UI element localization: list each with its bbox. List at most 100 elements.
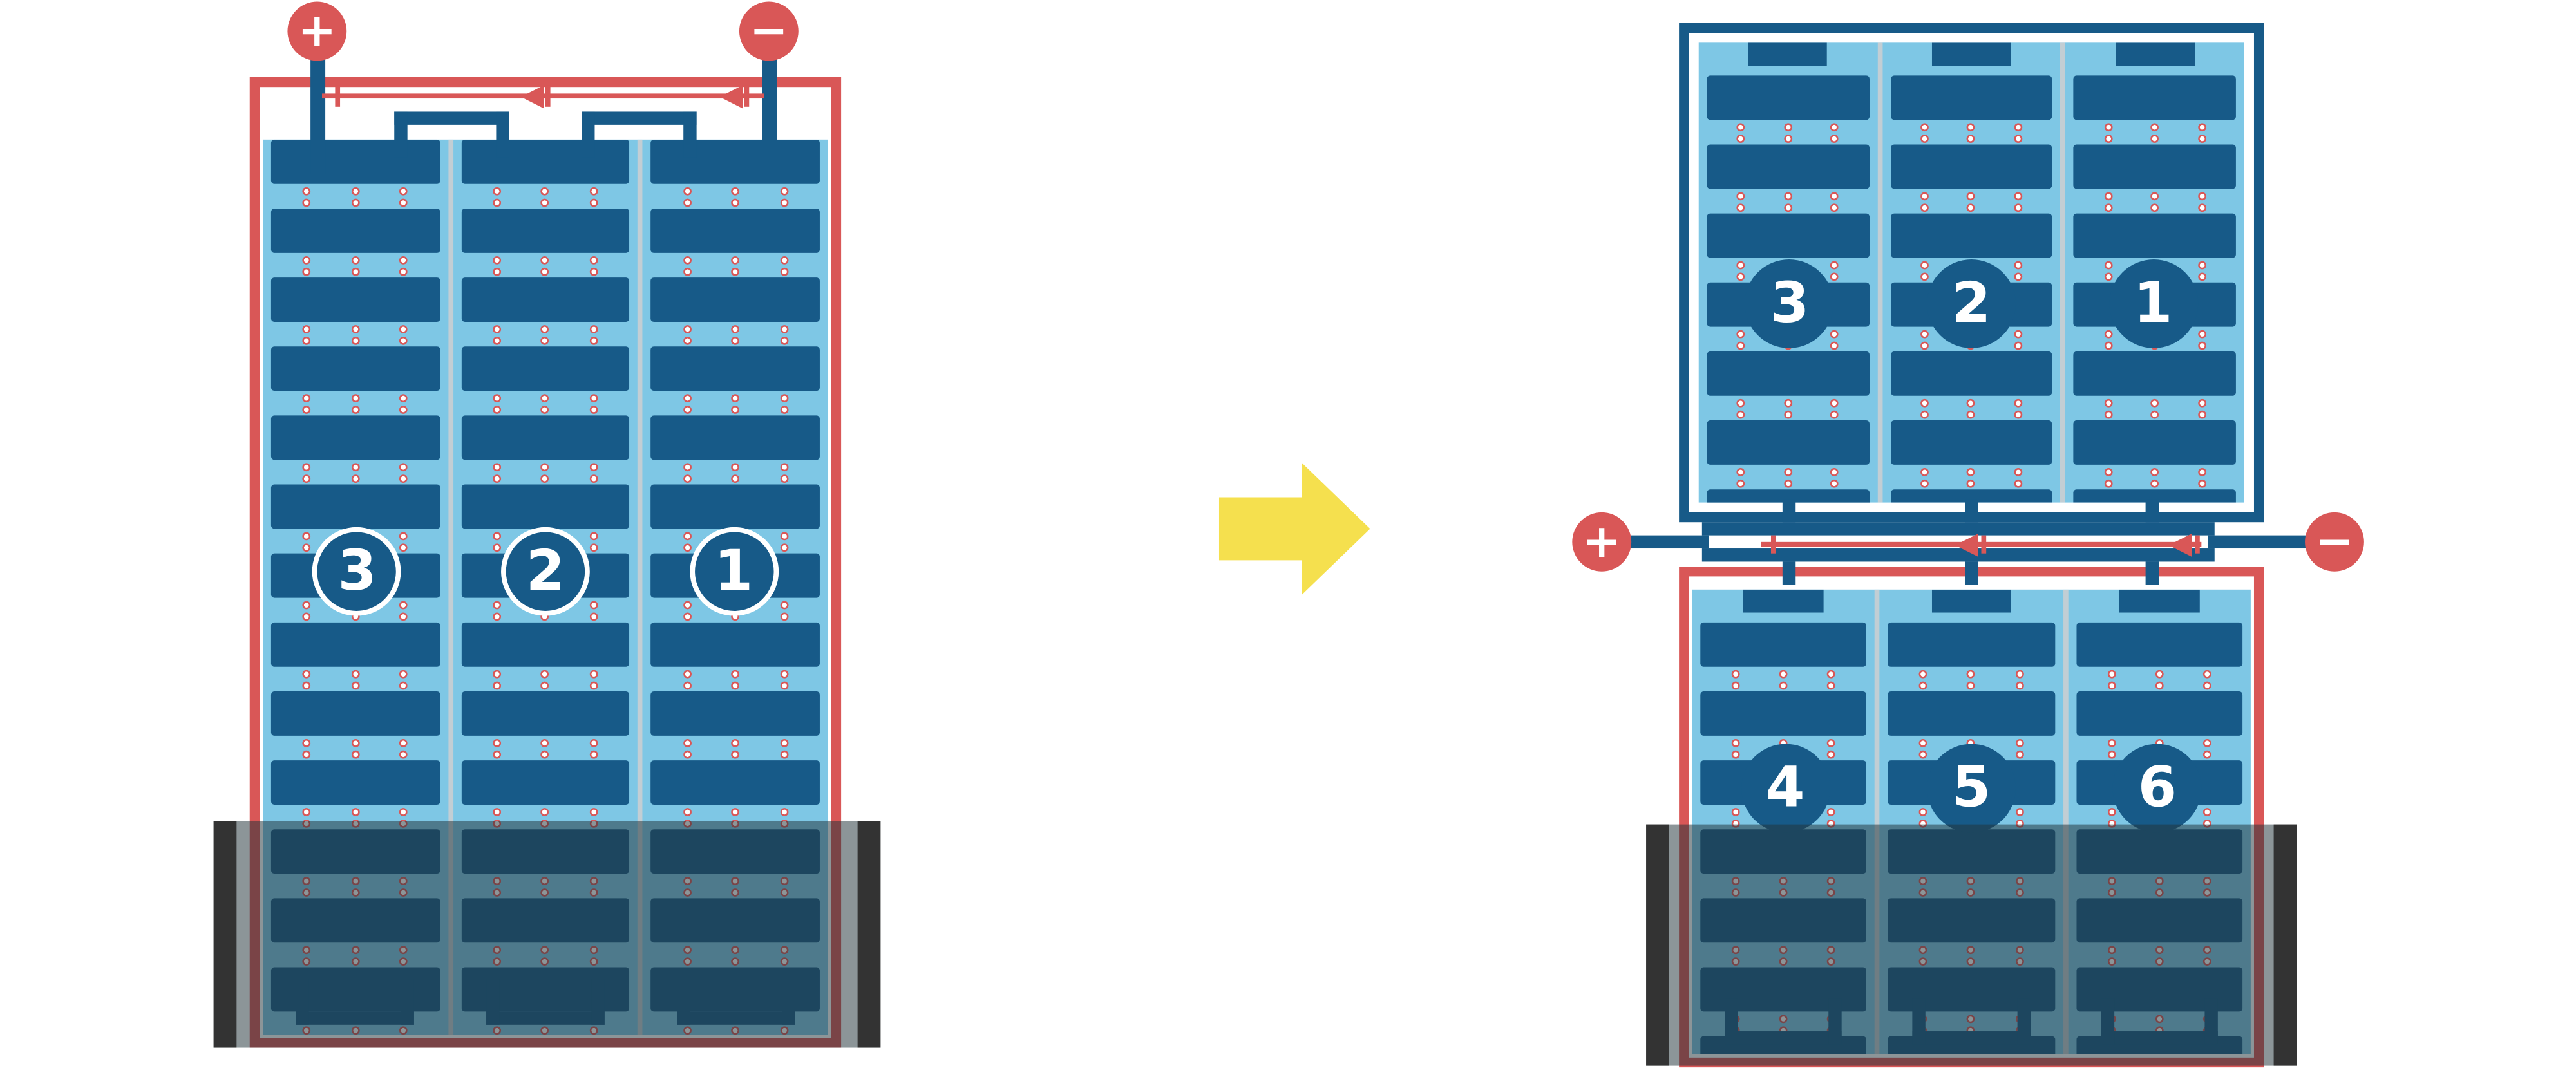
- dot-pair: [589, 186, 598, 207]
- dot-pair: [2014, 191, 2023, 211]
- solar-cell: [460, 415, 630, 460]
- dot-pair: [1967, 669, 1976, 689]
- busbar-dots: [1882, 189, 2061, 213]
- bus-stub: [2145, 561, 2159, 585]
- dot-pair: [399, 531, 408, 551]
- dot-pair: [2104, 398, 2112, 418]
- right-top-panel: 3 2 1: [1679, 23, 2264, 523]
- solar-cell: [270, 415, 440, 460]
- cell-row: [1699, 75, 1877, 144]
- solar-cell: [2074, 489, 2236, 503]
- dot-pair: [683, 255, 692, 276]
- busbar-dots: [1880, 667, 2063, 691]
- string-top-connector: [2119, 589, 2200, 613]
- solar-cell: [2076, 691, 2243, 736]
- solar-cell: [460, 346, 630, 391]
- busbar-dots: [263, 736, 448, 760]
- dot-pair: [683, 531, 692, 551]
- cell-row: [453, 760, 638, 829]
- dot-pair: [1967, 467, 1976, 487]
- dot-pair: [351, 462, 360, 482]
- dot-pair: [351, 186, 360, 207]
- solar-cell: [1707, 420, 1870, 465]
- current-arrow-icon: [2168, 534, 2192, 557]
- dot-pair: [589, 531, 598, 551]
- busbar-dots: [263, 322, 448, 346]
- dot-pair: [1783, 467, 1792, 487]
- dot-pair: [1830, 191, 1839, 211]
- series-jumper: [582, 111, 697, 158]
- dot-pair: [779, 531, 788, 551]
- dot-pair: [589, 600, 598, 621]
- busbar-dots: [453, 253, 638, 277]
- shade-post: [213, 821, 237, 1048]
- cell-row: [2065, 420, 2244, 489]
- cell-row: [453, 277, 638, 346]
- solar-cell: [651, 208, 820, 253]
- solar-cell: [2074, 144, 2236, 189]
- shading-band: [213, 821, 881, 1048]
- cell-row: [643, 139, 828, 209]
- string-number-circle: 3: [312, 527, 402, 616]
- busbar-dots: [2065, 465, 2244, 489]
- solar-cell: [460, 622, 630, 667]
- cell-row: [263, 691, 448, 760]
- busbar-dots: [263, 460, 448, 484]
- cell-row: [453, 346, 638, 415]
- dot-pair: [1827, 669, 1836, 689]
- string-number-circle: 1: [2108, 259, 2198, 348]
- busbar-dots: [1699, 120, 1877, 144]
- busbar-dots: [1699, 396, 1877, 420]
- dot-pair: [541, 255, 550, 276]
- dot-pair: [2014, 260, 2023, 280]
- solar-cell: [2074, 351, 2236, 396]
- dot-pair: [1731, 669, 1740, 689]
- dot-pair: [683, 393, 692, 413]
- solar-cell: [1890, 144, 2053, 189]
- cell-row: [643, 346, 828, 415]
- busbar-dots: [263, 184, 448, 209]
- solar-cell: [651, 346, 820, 391]
- dot-pair: [303, 600, 312, 621]
- dot-pair: [2150, 398, 2159, 418]
- dot-pair: [303, 324, 312, 344]
- solar-cell: [270, 139, 440, 184]
- busbar-dots: [643, 736, 828, 760]
- dot-pair: [779, 186, 788, 207]
- dot-pair: [1967, 191, 1976, 211]
- solar-cell: [460, 277, 630, 322]
- dot-pair: [1920, 122, 1929, 142]
- busbar-dots: [1882, 396, 2061, 420]
- dot-pair: [493, 738, 502, 758]
- dot-pair: [2104, 122, 2112, 142]
- solar-cell: [460, 139, 630, 184]
- dot-pair: [683, 462, 692, 482]
- dot-pair: [2104, 260, 2112, 280]
- dot-pair: [493, 324, 502, 344]
- negative-bus: [2208, 535, 2307, 549]
- dot-pair: [1920, 398, 1929, 418]
- cell-row: [263, 208, 448, 277]
- dot-pair: [351, 255, 360, 276]
- cell-row: [2065, 489, 2244, 503]
- solar-cell: [1888, 622, 2055, 667]
- cell-row: [1882, 75, 2061, 144]
- dot-pair: [399, 255, 408, 276]
- dot-pair: [1920, 329, 1929, 350]
- minus-icon: −: [2315, 514, 2354, 568]
- solar-cell: [651, 691, 820, 736]
- string-number-circle: 1: [689, 527, 779, 616]
- cell-string-column: [1699, 42, 1877, 503]
- dot-pair: [1919, 738, 1928, 758]
- dot-pair: [2014, 329, 2023, 350]
- dot-pair: [541, 186, 550, 207]
- dot-pair: [2107, 669, 2116, 689]
- dot-pair: [1737, 191, 1746, 211]
- dot-pair: [2197, 260, 2206, 280]
- busbar-dots: [453, 322, 638, 346]
- solar-cell: [270, 208, 440, 253]
- dot-pair: [303, 669, 312, 689]
- cell-row: [2065, 351, 2244, 420]
- busbar-dots: [1882, 120, 2061, 144]
- dot-pair: [2104, 191, 2112, 211]
